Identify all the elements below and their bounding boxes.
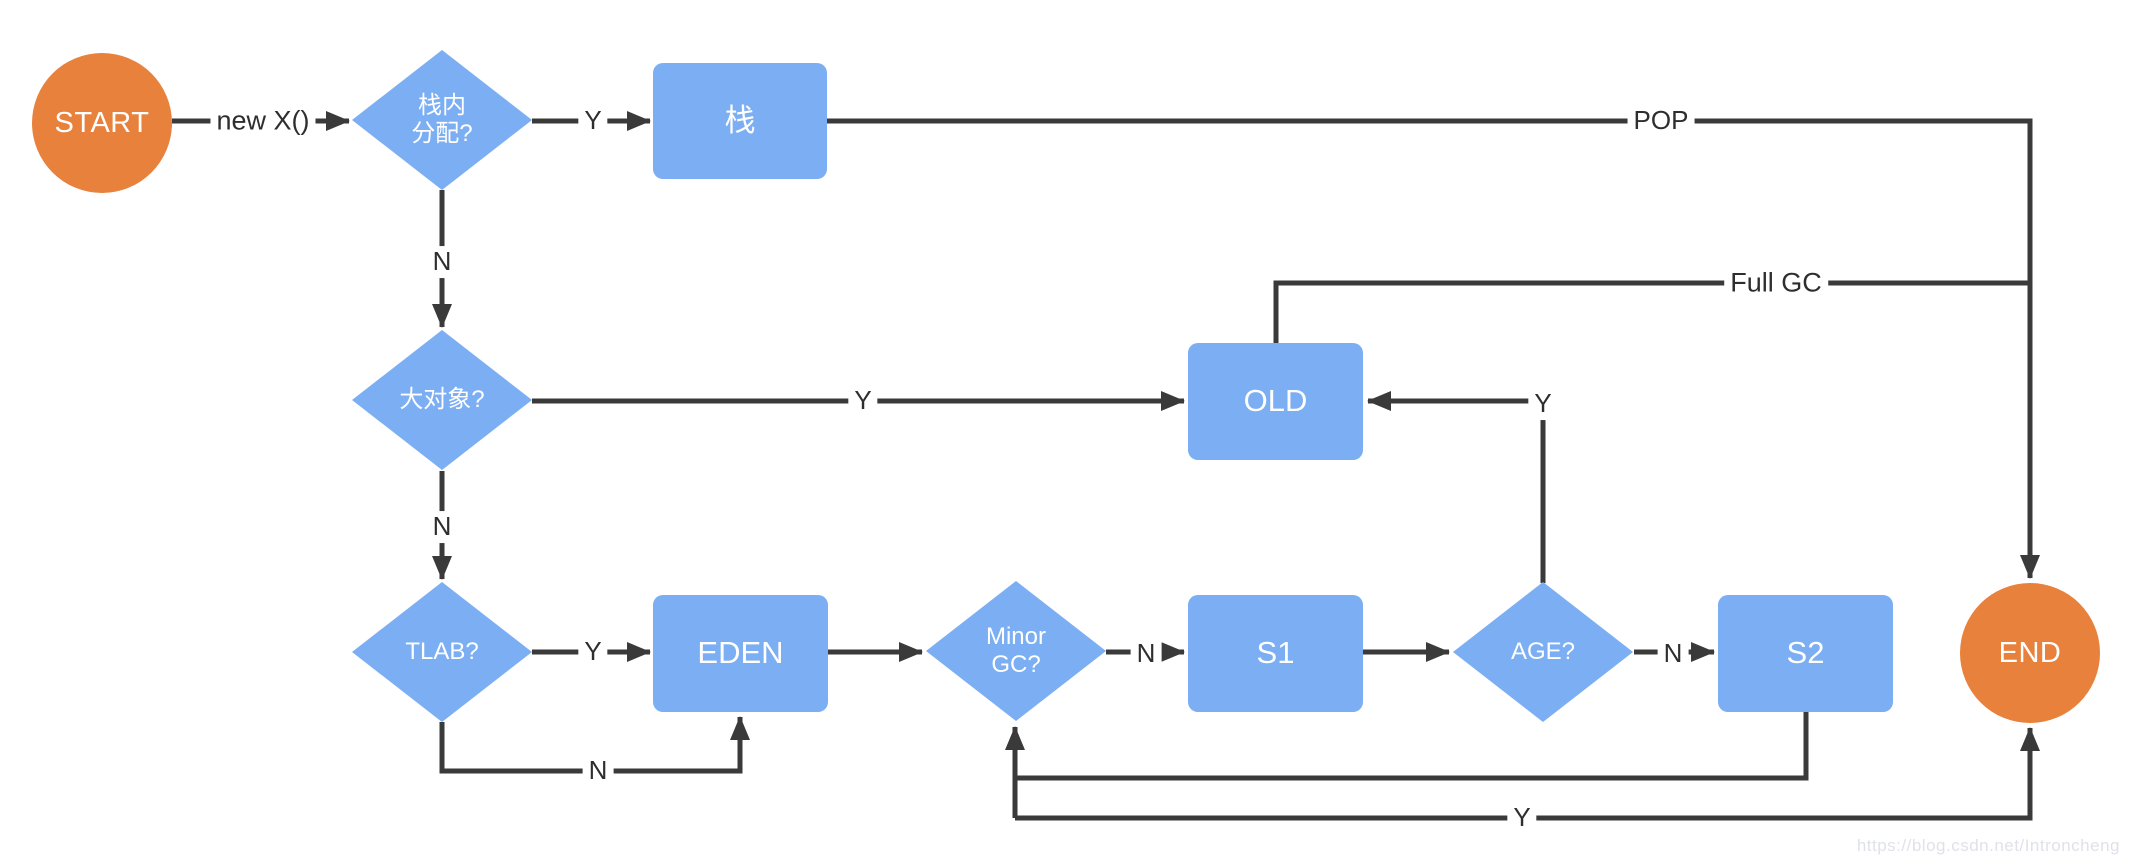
edge-s2-loop-down: [1015, 712, 1809, 781]
node-start: START: [32, 53, 172, 193]
node-s1: S1: [1188, 595, 1363, 712]
node-old-label: OLD: [1243, 383, 1308, 419]
node-s1-label: S1: [1256, 635, 1295, 671]
node-stack: 栈: [653, 63, 827, 179]
label-tlab-no: N: [582, 755, 614, 787]
node-stack-label: 栈: [724, 102, 756, 138]
decision-minor-gc-line1: Minor: [985, 622, 1046, 650]
label-big-object-no: N: [426, 511, 458, 543]
label-age-no: N: [1657, 638, 1689, 670]
decision-stack-alloc-line2: 分配?: [411, 120, 473, 147]
decision-tlab-label: TLAB?: [405, 637, 479, 665]
decision-big-object-label: 大对象?: [399, 385, 485, 413]
edge-age-yes-to-old: [1367, 391, 1546, 583]
label-new-x: new X(): [210, 104, 316, 138]
node-s2-label: S2: [1786, 635, 1825, 671]
label-big-object-yes: Y: [848, 385, 878, 417]
node-old: OLD: [1188, 343, 1363, 460]
node-eden-label: EDEN: [697, 635, 784, 671]
edge-old-full-gc-to-end: [1273, 280, 2030, 343]
label-age-yes: Y: [1528, 388, 1558, 420]
label-pop: POP: [1627, 105, 1695, 137]
node-eden: EDEN: [653, 595, 828, 712]
watermark-url: https://blog.csdn.net/Introncheng: [1856, 836, 2120, 855]
label-tlab-yes: Y: [578, 636, 608, 668]
label-full-gc: Full GC: [1724, 266, 1828, 300]
label-minor-gc-yes: Y: [1507, 802, 1537, 834]
label-minor-gc-no: N: [1130, 638, 1162, 670]
node-end-label: END: [1998, 636, 2062, 669]
label-stack-alloc-no: N: [426, 246, 458, 278]
node-start-label: START: [54, 106, 150, 139]
node-s2: S2: [1718, 595, 1893, 712]
decision-stack-alloc-line1: 栈内: [418, 91, 466, 119]
decision-age-label: AGE?: [1510, 637, 1576, 665]
edge-stack-pop-to-end: [827, 118, 2040, 579]
label-stack-alloc-yes: Y: [578, 105, 608, 137]
decision-minor-gc-line2: GC?: [991, 651, 1041, 678]
edge-minor-gc-yes-to-end: [1015, 727, 2040, 821]
node-end: END: [1960, 583, 2100, 723]
